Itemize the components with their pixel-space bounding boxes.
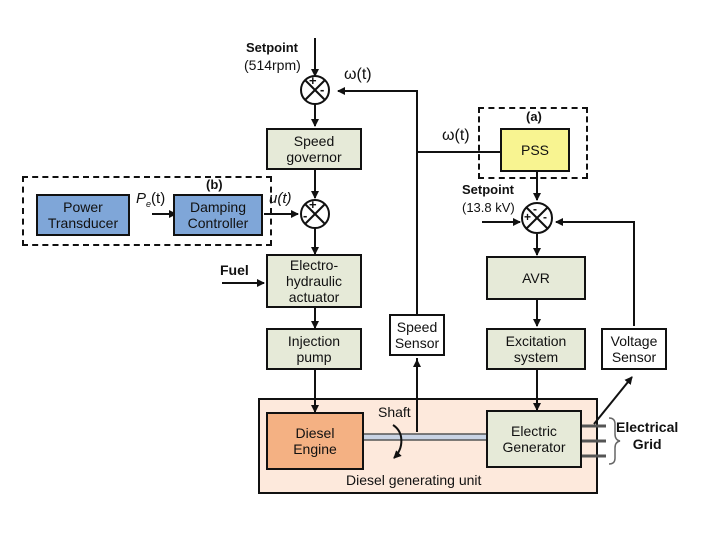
pss-group-tag: (a) [526, 109, 542, 124]
fuel-label: Fuel [220, 262, 249, 278]
pe-subscript: e [146, 199, 152, 209]
speed-governor-block: Speed governor [266, 128, 362, 170]
electrohydraulic-actuator-block: Electro- hydraulic actuator [266, 254, 362, 308]
speed-sum-junction [300, 75, 330, 105]
excitation-system-block: Excitation system [486, 328, 586, 370]
grid-brace [608, 417, 621, 465]
pe-signal-label: Pe(t) [136, 190, 165, 209]
damping-group-frame [22, 176, 272, 246]
sum3-right-sign: - [543, 210, 547, 224]
voltage-feedback-arrow [555, 218, 635, 326]
damping-sum-junction [300, 199, 330, 229]
grid-to-voltage-sensor-arrow [593, 376, 633, 425]
shaft-rotation-icon [392, 424, 403, 459]
pss-group-frame [478, 107, 588, 179]
generating-unit-label: Diesel generating unit [346, 472, 482, 488]
sum1-minus-sign: - [320, 82, 325, 97]
power-transducer-block: Power Transducer [36, 194, 130, 236]
diesel-engine-block: Diesel Engine [266, 412, 364, 470]
speed-feedback-arrow [337, 87, 418, 314]
speed-sensor-block: Speed Sensor [389, 314, 445, 356]
speed-setpoint-label: Setpoint [246, 40, 298, 55]
voltage-setpoint-value: (13.8 kV) [462, 200, 515, 215]
electrical-grid-label: Electrical Grid [616, 419, 679, 452]
sum1-plus-sign: + [309, 73, 317, 88]
shaft-label: Shaft [378, 404, 411, 420]
avr-block: AVR [486, 256, 586, 300]
u-signal-label: u(t) [269, 190, 292, 207]
pss-block: PSS [500, 128, 570, 172]
injection-pump-block: Injection pump [266, 328, 362, 370]
pe-symbol: P [136, 190, 147, 207]
speed-setpoint-value: (514rpm) [244, 57, 301, 73]
sum2-minus-sign: - [303, 208, 308, 223]
omega-label-top: ω(t) [344, 66, 372, 83]
pe-suffix: (t) [151, 190, 166, 207]
voltage-setpoint-label: Setpoint [462, 182, 514, 197]
sum3-left-sign: + [524, 210, 532, 224]
voltage-sum-junction [521, 202, 553, 234]
omega-label-pss: ω(t) [442, 127, 470, 144]
damping-group-tag: (b) [206, 177, 223, 192]
electric-generator-block: Electric Generator [486, 410, 582, 468]
sum3-top-sign: - [533, 202, 537, 216]
voltage-sensor-block: Voltage Sensor [601, 328, 667, 370]
sum2-plus-sign: + [309, 197, 317, 212]
damping-controller-block: Damping Controller [173, 194, 263, 236]
